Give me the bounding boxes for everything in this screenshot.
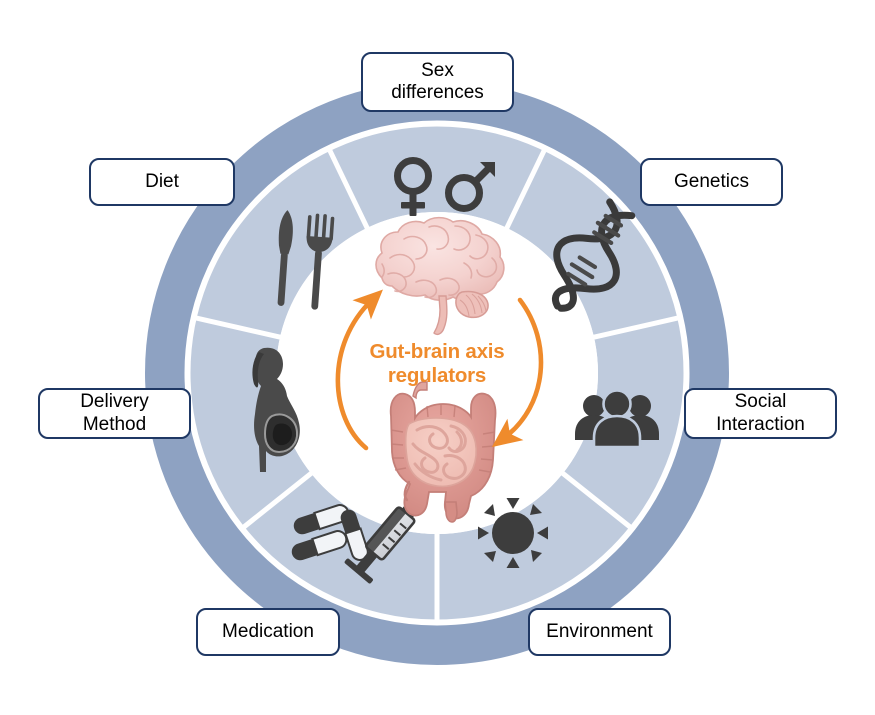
pregnant-woman-icon [252, 347, 300, 472]
label-delivery-method[interactable]: Delivery Method [38, 388, 191, 439]
dna-helix-icon [551, 198, 636, 312]
knife-fork-icon [277, 210, 335, 310]
center-label: Gut-brain axis regulators [369, 340, 505, 388]
sun-icon [478, 498, 548, 568]
label-genetics[interactable]: Genetics [640, 158, 783, 206]
people-group-icon [575, 389, 659, 449]
venus-mars-icon [394, 157, 495, 216]
pills-syringe-icon [291, 489, 428, 584]
label-environment[interactable]: Environment [528, 608, 671, 656]
arrow-gut-to-brain [335, 289, 383, 451]
label-medication[interactable]: Medication [196, 608, 340, 656]
label-social-interaction[interactable]: Social Interaction [684, 388, 837, 439]
brain-illustration [375, 216, 505, 336]
arrow-brain-to-gut [491, 297, 544, 448]
label-sex-differences[interactable]: Sex differences [361, 52, 514, 112]
label-diet[interactable]: Diet [89, 158, 235, 206]
inner-ring-outer-edge [184, 120, 690, 626]
intestines-illustration [389, 381, 497, 523]
